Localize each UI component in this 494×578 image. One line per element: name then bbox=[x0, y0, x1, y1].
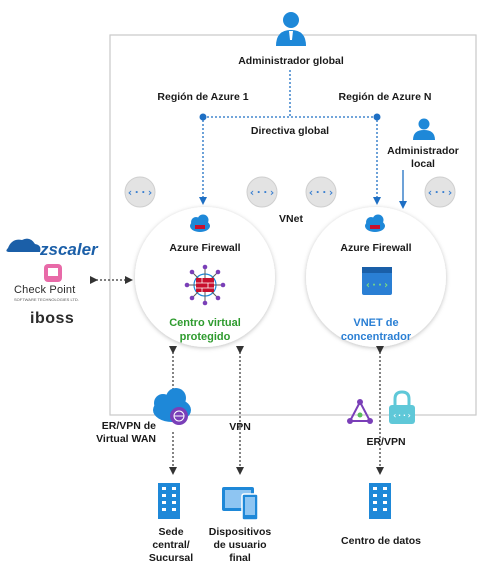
devices-label-2: de usuario bbox=[213, 539, 267, 551]
devices-label-3: final bbox=[229, 552, 251, 564]
hub-right-label-2: concentrador bbox=[340, 331, 412, 343]
svg-text:‹··›: ‹··› bbox=[392, 411, 411, 420]
hub-left-label-2: protegido bbox=[179, 331, 231, 343]
firewall-cloud-icon-right bbox=[365, 214, 385, 232]
devices-icon bbox=[222, 487, 259, 521]
svg-text:‹··›: ‹··› bbox=[427, 186, 454, 199]
svg-text:‹··›: ‹··› bbox=[308, 186, 335, 199]
admin-global-label: Administrador global bbox=[238, 55, 344, 67]
admin-global-icon bbox=[276, 12, 306, 46]
iboss-logo: iboss bbox=[30, 310, 75, 327]
vwan-vpn-icon bbox=[153, 388, 191, 425]
datacenter-building-icon bbox=[369, 483, 391, 519]
policy-node-right bbox=[373, 113, 381, 121]
devices-label-1: Dispositivos bbox=[208, 526, 272, 538]
admin-local-label-1: Administrador bbox=[387, 145, 459, 157]
vnet-icon-2: ‹··› bbox=[246, 176, 278, 208]
svg-text:‹··›: ‹··› bbox=[365, 280, 389, 291]
vnet-icon-3: ‹··› bbox=[305, 176, 337, 208]
hub-left-label-1: Centro virtual bbox=[169, 317, 241, 329]
hub-vnet-icon: ‹··› bbox=[362, 267, 392, 295]
svg-text:‹··›: ‹··› bbox=[127, 186, 154, 199]
vnet-icon-1: ‹··› bbox=[124, 176, 156, 208]
svg-text:‹··›: ‹··› bbox=[249, 186, 276, 199]
firewall-cloud-icon-left bbox=[190, 214, 210, 232]
datacenter-label: Centro de datos bbox=[341, 535, 421, 547]
vpn-gateway-lock-icon: ‹··› bbox=[389, 390, 415, 424]
checkpoint-tagline: SOFTWARE TECHNOLOGIES LTD. bbox=[14, 297, 79, 302]
vpn-label: VPN bbox=[229, 421, 251, 433]
vnet-label: VNet bbox=[279, 213, 303, 225]
admin-local-label-2: local bbox=[411, 158, 435, 170]
hq-building-icon bbox=[158, 483, 180, 519]
er-vwan-label-1: ER/VPN de bbox=[101, 420, 156, 432]
er-vwan-label-2: Virtual WAN bbox=[96, 433, 156, 445]
zscaler-logo-mark bbox=[6, 238, 41, 252]
region-n-label: Región de Azure N bbox=[338, 91, 432, 103]
checkpoint-logo: Check Point bbox=[14, 284, 76, 296]
hq-label-3: Sucursal bbox=[148, 552, 194, 564]
checkpoint-logo-mark bbox=[44, 264, 62, 282]
hq-label-2: central/ bbox=[152, 539, 190, 551]
policy-label: Directiva global bbox=[250, 125, 330, 137]
firewall-right-label: Azure Firewall bbox=[340, 242, 412, 254]
admin-local-icon bbox=[413, 118, 435, 140]
zscaler-logo: zscaler bbox=[40, 240, 98, 259]
firewall-icon bbox=[184, 264, 226, 306]
firewall-left-label: Azure Firewall bbox=[169, 242, 241, 254]
er-vpn-label: ER/VPN bbox=[366, 436, 406, 448]
vnet-icon-4: ‹··› bbox=[424, 176, 456, 208]
hub-right-label-1: VNET de bbox=[353, 317, 399, 329]
policy-node-left bbox=[199, 113, 207, 121]
region-1-label: Región de Azure 1 bbox=[157, 91, 249, 103]
expressroute-icon bbox=[347, 399, 373, 424]
hq-label-1: Sede bbox=[158, 526, 184, 538]
